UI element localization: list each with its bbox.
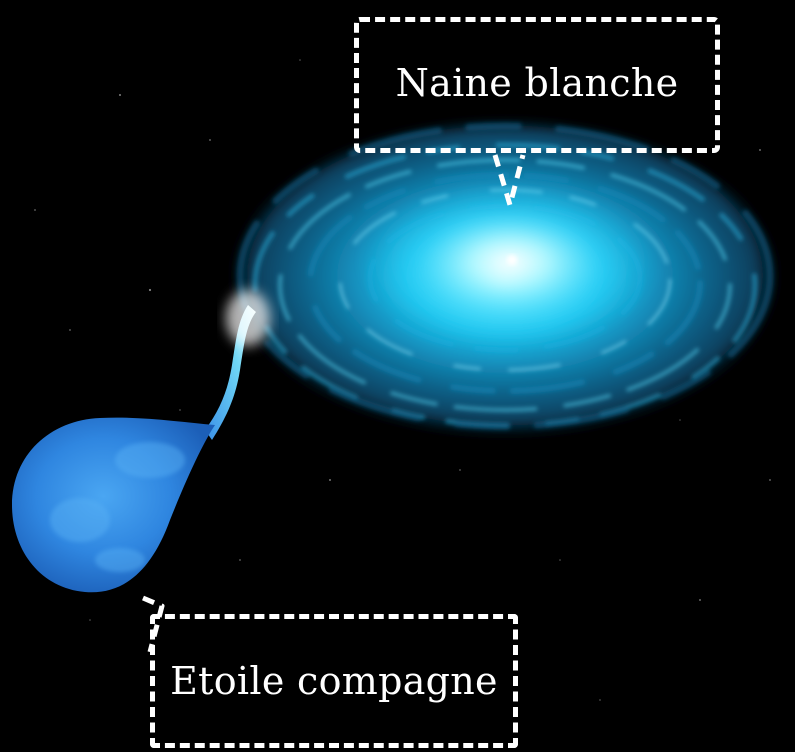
- accretion-disk: [230, 125, 780, 445]
- white-dwarf-label-text: Naine blanche: [396, 61, 679, 105]
- companion-star-label-text: Etoile compagne: [170, 659, 498, 703]
- white-dwarf-label: Naine blanche: [354, 17, 720, 153]
- white-dwarf: [507, 255, 517, 265]
- companion-star-label: Etoile compagne: [150, 614, 518, 748]
